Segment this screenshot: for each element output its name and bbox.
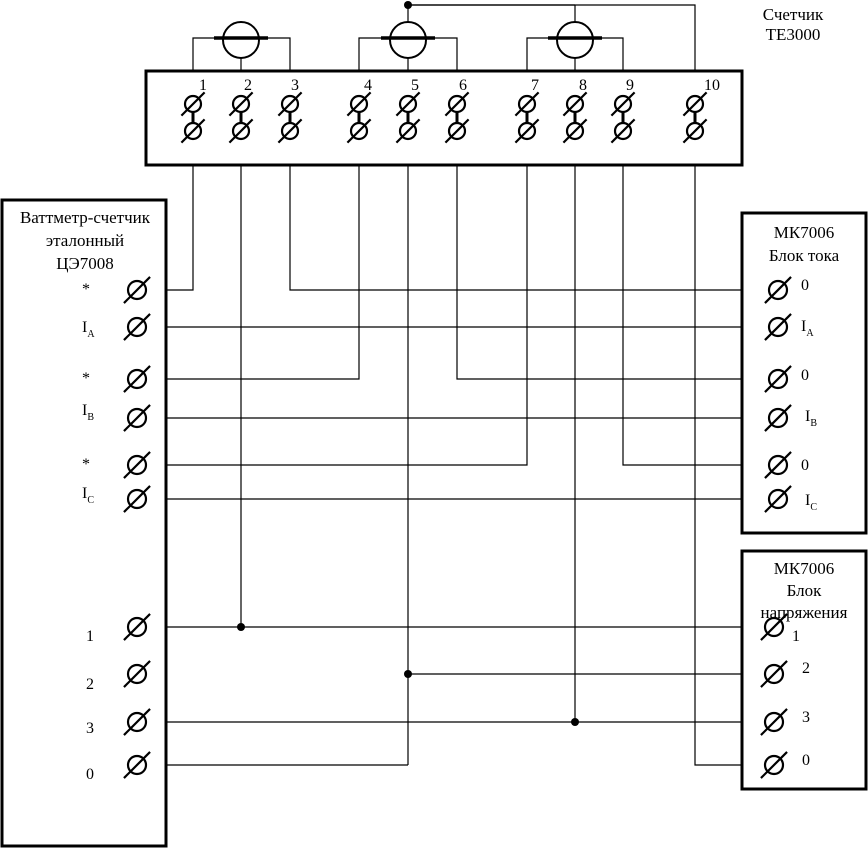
junction-dot: [237, 623, 245, 631]
wattmeter-terminal-label: IC: [82, 485, 94, 506]
voltage-block-terminal-label: 0: [802, 752, 810, 769]
wattmeter-terminal-icon: [123, 708, 151, 736]
current-block-title-line2: Блок тока: [769, 246, 840, 265]
current-block-box: [740, 211, 868, 535]
voltage-block-terminal-label: 3: [802, 709, 810, 726]
meter-terminal-label: 5: [411, 77, 419, 94]
wattmeter-box: [0, 198, 168, 848]
current-block-terminal-icon: [764, 365, 792, 393]
meter-terminal-label: 7: [531, 77, 539, 94]
wire-t6: [456, 130, 778, 380]
voltage-block-terminal-label: 2: [802, 660, 810, 677]
current-block-title-line1: МК7006: [774, 223, 834, 242]
current-block-terminal-label: 0: [801, 367, 809, 384]
meter-title-line1: Счетчик: [763, 5, 824, 24]
wattmeter-terminal-icon: [123, 613, 151, 641]
meter-terminal-label: 2: [244, 77, 252, 94]
junction-dot: [404, 670, 412, 678]
meter-terminal-label: 6: [459, 77, 467, 94]
wire-t3: [289, 130, 778, 291]
terminals: [123, 91, 792, 779]
wattmeter-title-line1: Ваттметр-счетчик: [20, 208, 151, 227]
wire-t7: [150, 130, 528, 466]
voltage-block-terminal-label: 1: [792, 628, 800, 645]
current-coil-a-icon: [214, 21, 268, 59]
current-block-terminal-icon: [764, 313, 792, 341]
wattmeter-terminal-icon: [123, 751, 151, 779]
meter-terminal-label: 4: [364, 77, 372, 94]
junction-dots: [237, 1, 579, 726]
wattmeter-terminal-label: *: [82, 456, 90, 473]
wattmeter-terminal-label: *: [82, 281, 90, 298]
wattmeter-terminal-icon: [123, 404, 151, 432]
wattmeter-current-labels: * IA * IB * IC: [82, 281, 95, 506]
voltage-block-title-line3: напряжения: [761, 603, 848, 622]
wattmeter-terminal-label: 0: [86, 766, 94, 783]
junction-dot: [404, 1, 412, 9]
wattmeter-voltage-labels: 1 2 3 0: [86, 628, 94, 783]
wattmeter-title-line2: эталонный: [46, 231, 124, 250]
wattmeter-terminal-icon: [123, 313, 151, 341]
current-block-terminal-label: 0: [801, 457, 809, 474]
meter-title-line2: ТЕ3000: [766, 25, 821, 44]
wattmeter-title-line3: ЦЭ7008: [56, 254, 114, 273]
voltage-block-terminal-icon: [760, 660, 788, 688]
meter-terminal-box: [144, 69, 744, 167]
wattmeter-terminal-icon: [123, 365, 151, 393]
wattmeter-terminal-label: 3: [86, 720, 94, 737]
wattmeter-terminal-icon: [123, 485, 151, 513]
voltage-block-terminal-icon: [760, 751, 788, 779]
wattmeter-terminal-label: IB: [82, 402, 94, 423]
current-block-terminal-icon: [764, 276, 792, 304]
current-coil-b-icon: [381, 21, 435, 59]
current-block-terminal-label: 0: [801, 277, 809, 294]
current-block-terminal-icon: [764, 451, 792, 479]
voltage-block-box: [740, 549, 868, 791]
current-coils: [214, 21, 602, 59]
wattmeter-terminal-label: IA: [82, 319, 95, 340]
current-block-terminal-label: IC: [805, 492, 817, 513]
wattmeter-terminal-icon: [123, 276, 151, 304]
junction-dot: [571, 718, 579, 726]
wattmeter-terminal-icon: [123, 451, 151, 479]
current-coil-c-icon: [548, 21, 602, 59]
voltage-block-labels: 1 2 3 0: [792, 628, 810, 769]
meter-terminal-labels: 1 2 3 4 5 6 7 8 9 10: [199, 77, 720, 94]
current-block-terminal-icon: [764, 404, 792, 432]
current-block-labels: 0 IA 0 IB 0 IC: [801, 277, 817, 513]
wattmeter-terminal-icon: [123, 660, 151, 688]
current-block-terminal-label: IA: [801, 318, 814, 339]
meter-terminal-label: 1: [199, 77, 207, 94]
meter-terminal-label: 8: [579, 77, 587, 94]
voltage-block-terminal-icon: [760, 708, 788, 736]
meter-terminal-label: 10: [704, 77, 720, 94]
wire-t9: [622, 130, 778, 466]
voltage-block-terminal-icon: [760, 613, 788, 641]
wattmeter-terminal-label: 1: [86, 628, 94, 645]
voltage-block-title-line1: МК7006: [774, 559, 834, 578]
meter-terminal-label: 9: [626, 77, 634, 94]
voltage-block-title-line2: Блок: [787, 581, 823, 600]
current-block-terminal-icon: [764, 485, 792, 513]
wattmeter-terminal-label: 2: [86, 676, 94, 693]
current-block-terminal-label: IB: [805, 408, 817, 429]
wire-t4: [150, 130, 360, 380]
wattmeter-terminal-label: *: [82, 370, 90, 387]
wires: [150, 4, 778, 766]
meter-terminal-label: 3: [291, 77, 299, 94]
